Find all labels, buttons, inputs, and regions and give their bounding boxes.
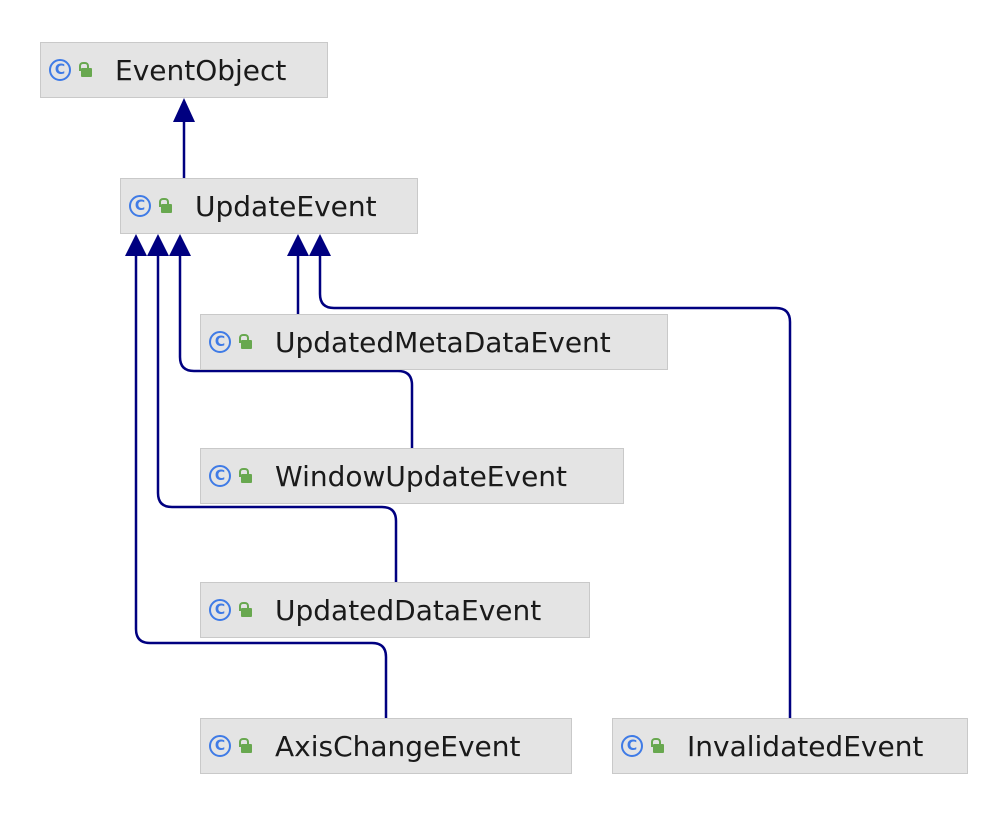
class-icon: C — [129, 195, 151, 217]
class-icon: C — [209, 331, 231, 353]
class-icon: C — [209, 465, 231, 487]
public-lock-icon — [650, 736, 666, 756]
edge-invalidatedevent-to-updateevent — [318, 254, 792, 718]
arrowhead-updateevent-4 — [287, 234, 309, 256]
class-icon: C — [209, 735, 231, 757]
class-name: UpdatedMetaDataEvent — [275, 325, 611, 359]
class-node-updatedmetadataevent[interactable]: C UpdatedMetaDataEvent — [200, 314, 668, 370]
arrowhead-updateevent-2 — [147, 234, 169, 256]
class-name: InvalidatedEvent — [687, 729, 924, 763]
class-name: AxisChangeEvent — [275, 729, 521, 763]
class-node-eventobject[interactable]: C EventObject — [40, 42, 328, 98]
class-icon: C — [49, 59, 71, 81]
public-lock-icon — [158, 196, 174, 216]
edge-updateddataevent-to-updateevent — [156, 254, 398, 582]
class-name: UpdatedDataEvent — [275, 593, 542, 627]
edge-axischangeevent-to-updateevent — [134, 254, 388, 718]
class-node-invalidatedevent[interactable]: C InvalidatedEvent — [612, 718, 968, 774]
arrowhead-updateevent-1 — [125, 234, 147, 256]
class-node-axischangeevent[interactable]: C AxisChangeEvent — [200, 718, 572, 774]
class-icon: C — [209, 599, 231, 621]
edge-windowupdateevent-to-updateevent — [178, 254, 414, 448]
class-name: UpdateEvent — [195, 189, 377, 223]
public-lock-icon — [238, 736, 254, 756]
class-name: WindowUpdateEvent — [275, 459, 568, 493]
arrowhead-eventobject — [173, 98, 195, 122]
class-node-updateddataevent[interactable]: C UpdatedDataEvent — [200, 582, 590, 638]
arrowhead-updateevent-3 — [169, 234, 191, 256]
public-lock-icon — [78, 60, 94, 80]
arrowhead-updateevent-5 — [309, 234, 331, 256]
public-lock-icon — [238, 332, 254, 352]
class-name: EventObject — [115, 53, 287, 87]
class-node-updateevent[interactable]: C UpdateEvent — [120, 178, 418, 234]
class-icon: C — [621, 735, 643, 757]
public-lock-icon — [238, 600, 254, 620]
public-lock-icon — [238, 466, 254, 486]
class-node-windowupdateevent[interactable]: C WindowUpdateEvent — [200, 448, 624, 504]
